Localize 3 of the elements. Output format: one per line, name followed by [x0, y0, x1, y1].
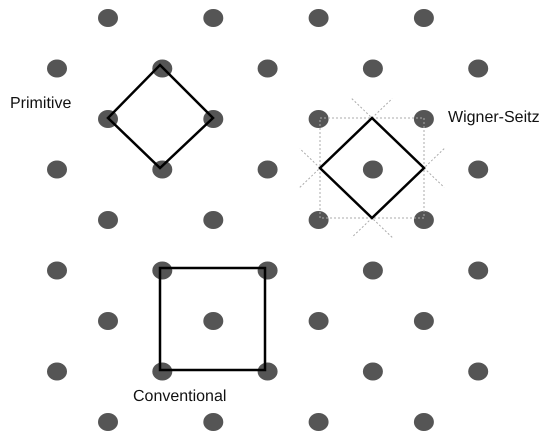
- cell-label: Wigner-Seitz: [448, 109, 540, 127]
- cell-label: Conventional: [133, 388, 226, 406]
- cell-label: Primitive: [10, 95, 72, 113]
